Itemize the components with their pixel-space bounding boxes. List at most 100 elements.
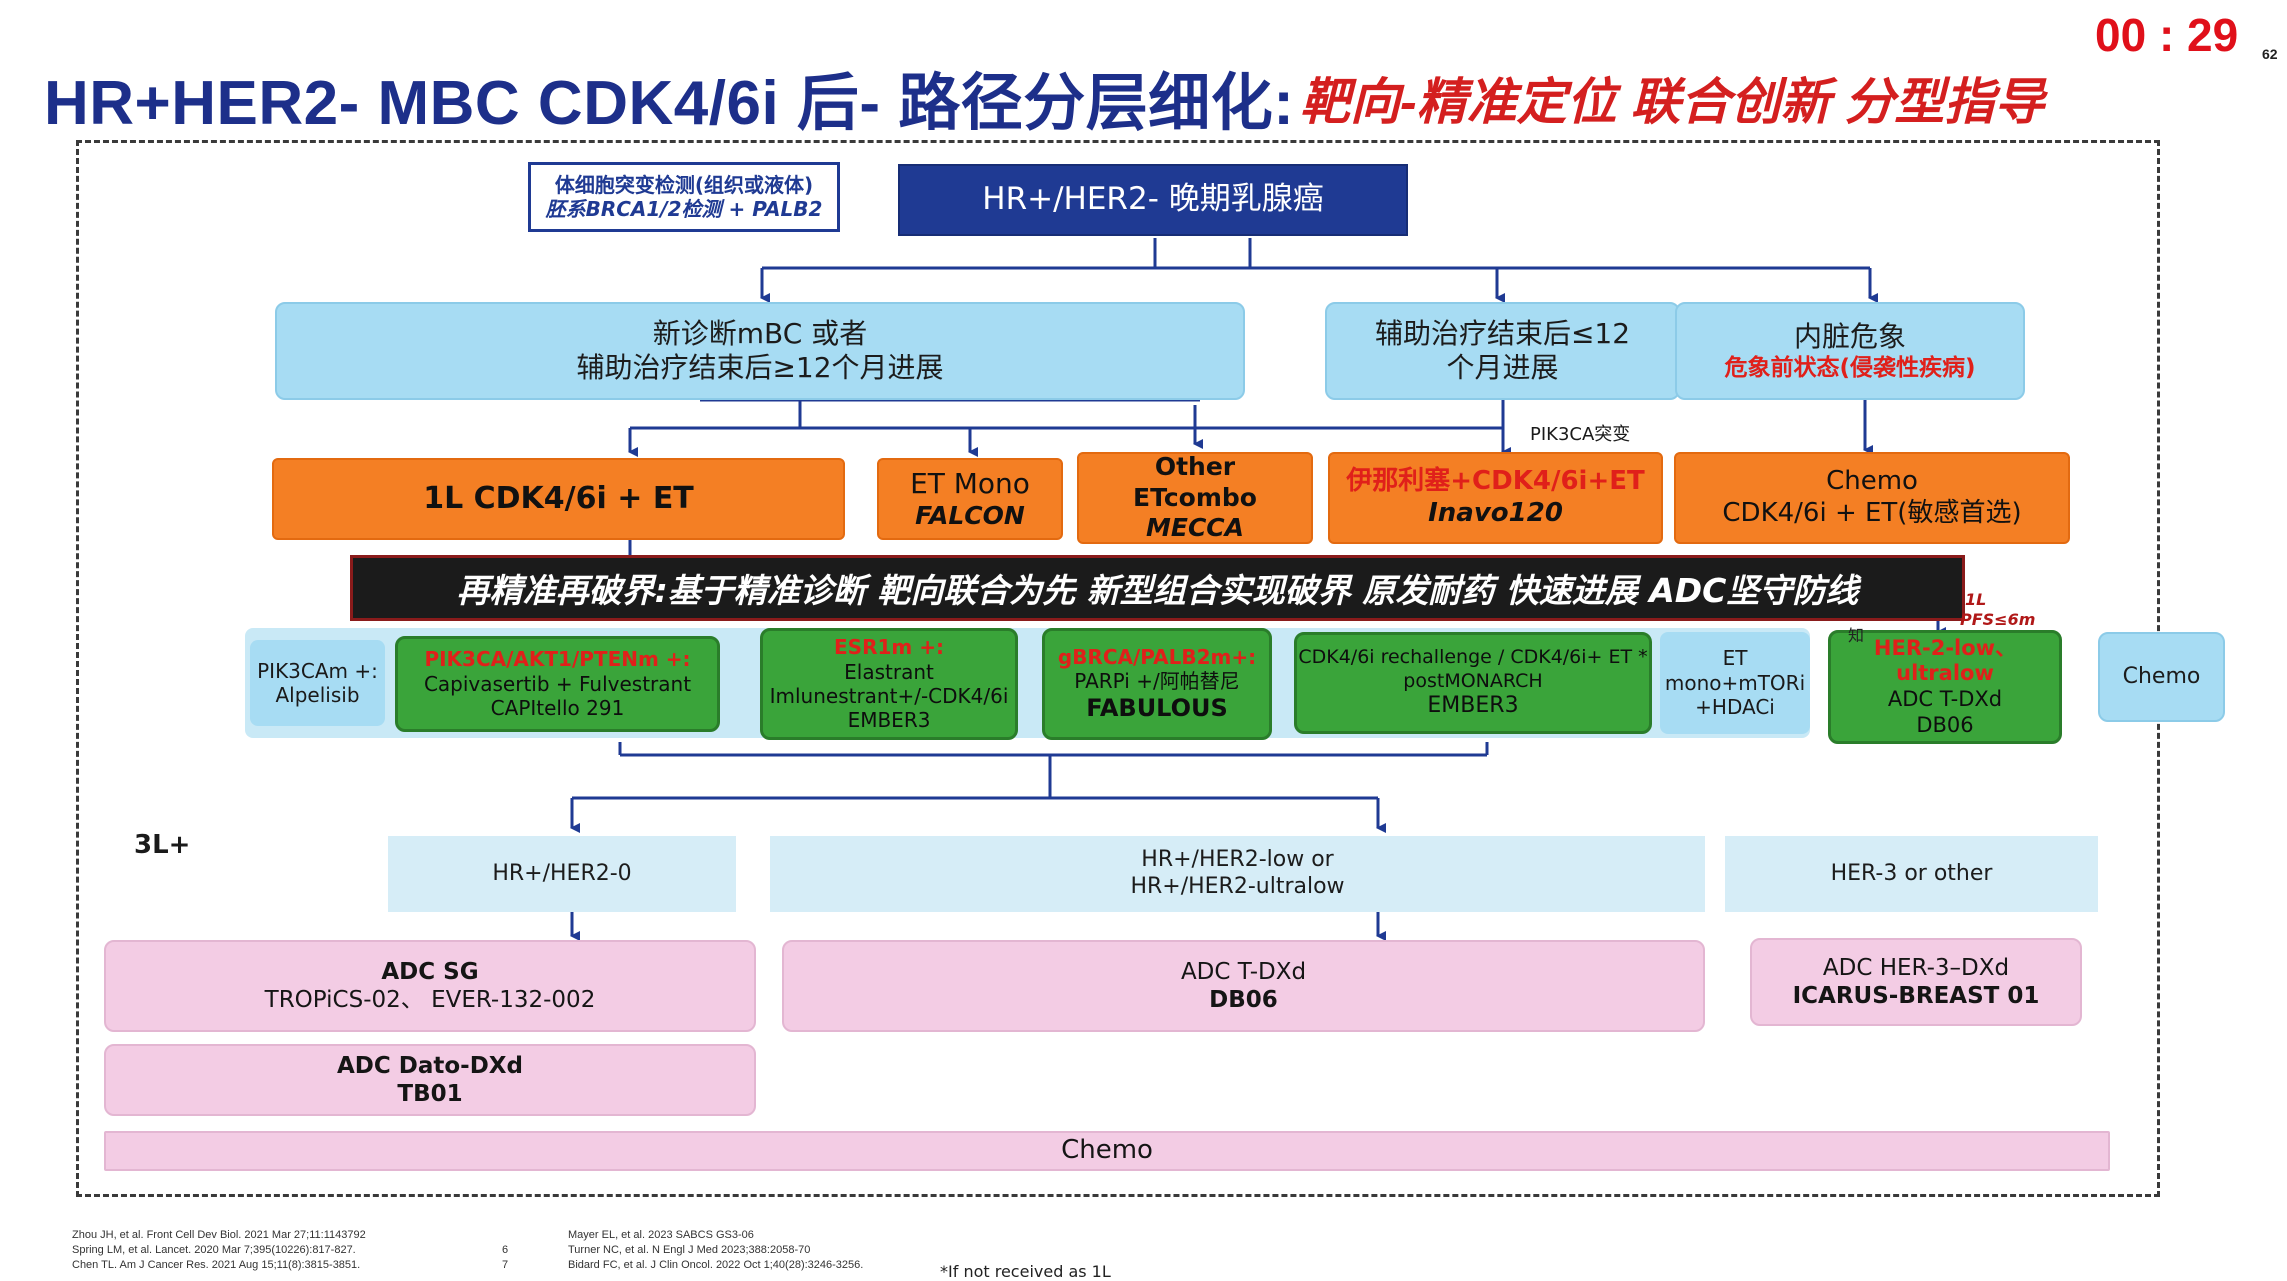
capi-line1: PIK3CA/AKT1/PTENm +: [424, 647, 691, 672]
her3-other-node: HER-3 or other [1725, 836, 2098, 912]
chemo-right-node: Chemo [2098, 632, 2225, 722]
her2-low-line1: HR+/HER2-low or [1141, 847, 1334, 873]
her2-low-ultralow-node: HR+/HER2-low or HR+/HER2-ultralow [770, 836, 1705, 912]
her3-line1: ADC HER-3–DXd [1822, 954, 2010, 981]
tdxd-line2: DB06 [1209, 987, 1278, 1013]
reference-number-6: 6 [502, 1244, 509, 1256]
rechallenge-line1: CDK4/6i rechallenge / CDK4/6i+ ET * [1298, 646, 1648, 669]
rechallenge-line2: postMONARCH [1403, 669, 1543, 692]
cdk-et-label: 1L CDK4/6i + ET [423, 480, 694, 516]
countdown-timer: 00 : 29 [2095, 9, 2239, 61]
dato-line2: TB01 [397, 1081, 463, 1107]
chemo-bottom-label: Chemo [1061, 1135, 1153, 1166]
esr1-line3: Imlunestrant+/-CDK4/6i [769, 684, 1009, 708]
alpelisib-node: PIK3CAm +: Alpelisib [250, 640, 385, 726]
cdk-et-node: 1L CDK4/6i + ET [272, 458, 845, 540]
visceral-crisis-node: 内脏危象 危象前状态(侵袭性疾病) [1675, 302, 2025, 400]
strategy-banner: 再精准再破界:基于精准诊断 靶向联合为先 新型组合实现破界 原发耐药 快速进展 … [350, 555, 1965, 621]
her2low-line1: HER-2-low、ultralow [1873, 635, 2017, 686]
reference-mid-2: Turner NC, et al. N Engl J Med 2023;388:… [568, 1244, 811, 1256]
pik3ca-label: PIK3CA突变 [1530, 424, 1631, 445]
other-line1: Other [1154, 452, 1236, 482]
mutation-test-line1: 体细胞突变检测(组织或液体) [554, 172, 814, 197]
rechallenge-node: CDK4/6i rechallenge / CDK4/6i+ ET * post… [1294, 632, 1652, 734]
inavo-line1: 伊那利塞+CDK4/6i+ET [1346, 466, 1645, 497]
adc-sg-line2: TROPiCS-02、 EVER-132-002 [264, 987, 596, 1013]
page-title: HR+HER2- MBC CDK4/6i 后- 路径分层细化: [44, 69, 1295, 138]
chemo-right-label: Chemo [2122, 663, 2201, 689]
adjuvant-line1: 辅助治疗结束后≤12 [1374, 316, 1631, 350]
tdxd-line1: ADC T-DXd [1180, 958, 1307, 985]
reference-left-3: Chen TL. Am J Cancer Res. 2021 Aug 15;11… [72, 1259, 361, 1271]
alpelisib-line2: Alpelisib [275, 683, 360, 707]
rechallenge-line3: EMBER3 [1427, 692, 1519, 718]
mutation-test-box: 体细胞突变检测(组织或液体) 胚系BRCA1/2检测 + PALB2 [528, 162, 840, 232]
references-mid: Mayer EL, et al. 2023 SABCS GS3-06 Turne… [568, 1228, 863, 1273]
esr1-line1: ESR1m +: [834, 635, 944, 660]
capivasertib-node: PIK3CA/AKT1/PTENm +: Capivasertib + Fulv… [395, 636, 720, 732]
root-node: HR+/HER2- 晚期乳腺癌 [898, 164, 1408, 236]
esr1-node: ESR1m +: Elastrant Imlunestrant+/-CDK4/6… [760, 628, 1018, 740]
her3-line2: ICARUS-BREAST 01 [1792, 983, 2040, 1009]
her2-zero-label: HR+/HER2-0 [492, 860, 632, 886]
alpelisib-line1: PIK3CAm +: [257, 658, 378, 683]
note-zhi: 知 [1848, 626, 1865, 645]
visceral-line1: 内脏危象 [1793, 319, 1906, 353]
chemo-cdk-node: Chemo CDK4/6i + ET(敏感首选) [1674, 452, 2070, 544]
page-number: 62 [2262, 46, 2278, 62]
inavo-line2: Inavo120 [1428, 498, 1563, 528]
adc-her3-node: ADC HER-3–DXd ICARUS-BREAST 01 [1750, 938, 2082, 1026]
adc-sg-node: ADC SG TROPiCS-02、 EVER-132-002 [104, 940, 756, 1032]
dato-line1: ADC Dato-DXd [336, 1052, 524, 1079]
gbrca-line1: gBRCA/PALB2m+: [1057, 644, 1257, 669]
et-mono-node: ET Mono FALCON [877, 458, 1063, 540]
et-mono-line2: FALCON [915, 500, 1025, 530]
new-diagnosis-line1: 新诊断mBC 或者 [652, 316, 868, 350]
capi-line3: CAPItello 291 [490, 696, 625, 721]
adc-dato-node: ADC Dato-DXd TB01 [104, 1044, 756, 1116]
strategy-banner-text: 再精准再破界:基于精准诊断 靶向联合为先 新型组合实现破界 原发耐药 快速进展 … [456, 571, 1859, 610]
new-diagnosis-line2: 辅助治疗结束后≥12个月进展 [576, 351, 944, 384]
other-line3: MECCA [1146, 513, 1244, 543]
adc-sg-line1: ADC SG [381, 958, 479, 985]
page-subtitle: 靶向-精准定位 联合创新 分型指导 [1300, 74, 2045, 130]
adc-tdxd-node: ADC T-DXd DB06 [782, 940, 1705, 1032]
her3-other-label: HER-3 or other [1830, 860, 1993, 886]
reference-mid-1: Mayer EL, et al. 2023 SABCS GS3-06 [568, 1229, 754, 1241]
mutation-test-line2: 胚系BRCA1/2检测 + PALB2 [545, 197, 823, 221]
reference-numbers: 6 7 [502, 1243, 508, 1273]
gbrca-line2: PARPi +/阿帕替尼 [1074, 669, 1240, 694]
reference-left-2: Spring LM, et al. Lancet. 2020 Mar 7;395… [72, 1244, 356, 1256]
gbrca-node: gBRCA/PALB2m+: PARPi +/阿帕替尼 FABULOUS [1042, 628, 1272, 740]
reference-mid-3: Bidard FC, et al. J Clin Oncol. 2022 Oct… [568, 1259, 864, 1271]
esr1-line2: Elastrant [844, 659, 934, 684]
other-line2: ETcombo [1133, 482, 1257, 512]
capi-line2: Capivasertib + Fulvestrant [423, 671, 692, 696]
reference-left-1: Zhou JH, et al. Front Cell Dev Biol. 202… [72, 1229, 366, 1241]
gbrca-line3: FABULOUS [1086, 693, 1228, 722]
reference-number-7: 7 [502, 1259, 509, 1271]
et-mtor-line3: +HDACi [1695, 695, 1775, 720]
her2low-node: HER-2-low、ultralow ADC T-DXd DB06 [1828, 630, 2062, 744]
her2-low-line2: HR+/HER2-ultralow [1130, 874, 1345, 899]
inavolisib-node: 伊那利塞+CDK4/6i+ET Inavo120 [1328, 452, 1663, 544]
et-mono-line1: ET Mono [910, 466, 1030, 500]
adjuvant-line2: 个月进展 [1446, 351, 1559, 384]
chemo-bottom-bar: Chemo [104, 1131, 2110, 1171]
et-mtor-line1: ET [1722, 646, 1748, 671]
chemo-cdk-line1: Chemo [1826, 466, 1918, 497]
third-line-label: 3L+ [134, 830, 191, 860]
et-mtor-node: ET mono+mTORi +HDACi [1660, 632, 1810, 734]
other-etcombo-node: Other ETcombo MECCA [1077, 452, 1313, 544]
root-node-title: HR+/HER2- 晚期乳腺癌 [982, 181, 1324, 218]
esr1-line4: EMBER3 [847, 708, 931, 733]
note-1l: 1L [1965, 590, 1987, 609]
note-pfs: PFS≤6m [1960, 610, 2036, 629]
her2low-line3: DB06 [1916, 712, 1974, 737]
visceral-line2: 危象前状态(侵袭性疾病) [1724, 355, 1976, 382]
chemo-cdk-line2: CDK4/6i + ET(敏感首选) [1722, 498, 2022, 528]
new-diagnosis-node: 新诊断mBC 或者 辅助治疗结束后≥12个月进展 [275, 302, 1245, 400]
references-left: Zhou JH, et al. Front Cell Dev Biol. 202… [72, 1228, 366, 1273]
her2-zero-node: HR+/HER2-0 [388, 836, 736, 912]
